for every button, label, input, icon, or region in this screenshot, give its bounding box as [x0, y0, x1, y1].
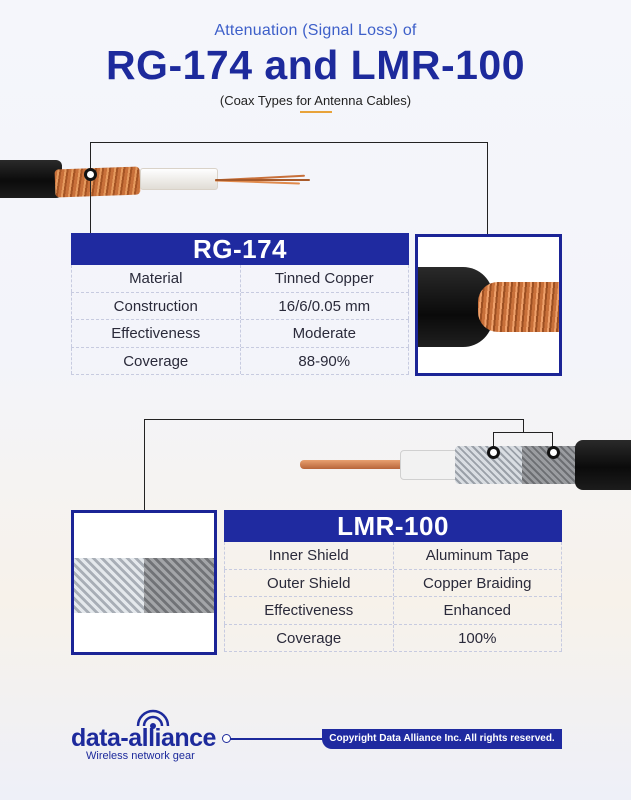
table-row: Construction 16/6/0.05 mm	[71, 292, 409, 320]
lmr100-bracket	[493, 432, 553, 452]
footer-line	[226, 738, 326, 740]
table-row: Effectiveness Moderate	[71, 320, 409, 348]
spec-label: Effectiveness	[71, 320, 240, 347]
header-caption: (Coax Types for Antenna Cables)	[219, 93, 412, 108]
lmr100-bracket-stem	[523, 419, 524, 432]
company-logo: data-alliance	[71, 724, 216, 752]
rg174-photo	[415, 234, 562, 376]
table-row: Coverage 100%	[224, 624, 562, 652]
logo-signal-icon	[136, 709, 170, 729]
spec-value: 100%	[392, 624, 562, 651]
spec-value: 88-90%	[239, 347, 409, 374]
spec-value: Copper Braiding	[392, 569, 562, 596]
copyright-banner: Copyright Data Alliance Inc. All rights …	[322, 729, 562, 749]
page-title: RG-174 and LMR-100	[105, 42, 526, 88]
spec-value: Moderate	[239, 320, 409, 347]
table-row: Outer Shield Copper Braiding	[224, 569, 562, 597]
rg174-cable-illustration	[0, 150, 330, 220]
lmr100-table-header: LMR-100	[224, 510, 562, 542]
rg174-marker-dot	[84, 168, 97, 181]
table-row: Inner Shield Aluminum Tape	[224, 542, 562, 570]
lmr100-marker-dot-inner	[487, 446, 500, 459]
lmr100-cable-illustration	[300, 436, 631, 496]
spec-value: Tinned Copper	[239, 265, 409, 292]
spec-label: Effectiveness	[224, 597, 393, 624]
spec-value: Aluminum Tape	[392, 542, 562, 569]
logo-tagline: Wireless network gear	[86, 750, 195, 762]
footer-dot	[222, 734, 231, 743]
lmr100-spec-table: LMR-100 Inner Shield Aluminum Tape Outer…	[224, 510, 562, 652]
spec-label: Coverage	[224, 624, 393, 651]
spec-label: Inner Shield	[224, 542, 393, 569]
spec-label: Construction	[71, 292, 240, 319]
spec-label: Material	[71, 265, 240, 292]
rg174-spec-table: RG-174 Material Tinned Copper Constructi…	[71, 233, 409, 375]
spec-label: Coverage	[71, 347, 240, 374]
rg174-connector-line	[90, 142, 488, 234]
lmr100-marker-dot-outer	[547, 446, 560, 459]
lmr100-photo	[71, 510, 217, 655]
table-row: Effectiveness Enhanced	[224, 597, 562, 625]
spec-label: Outer Shield	[224, 569, 393, 596]
spec-value: 16/6/0.05 mm	[239, 292, 409, 319]
table-row: Coverage 88-90%	[71, 347, 409, 375]
lmr100-connector-line	[144, 419, 524, 510]
rg174-table-header: RG-174	[71, 233, 409, 265]
header-subtitle: Attenuation (Signal Loss) of	[214, 22, 417, 39]
table-row: Material Tinned Copper	[71, 265, 409, 293]
title-underline	[300, 111, 332, 113]
spec-value: Enhanced	[392, 597, 562, 624]
